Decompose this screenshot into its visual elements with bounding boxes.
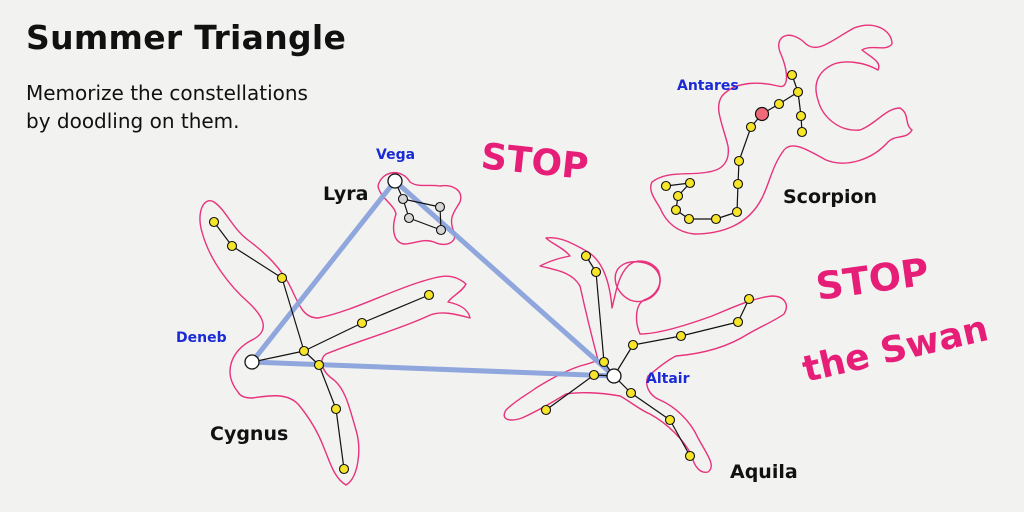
star xyxy=(786,69,798,81)
star xyxy=(434,201,446,213)
star xyxy=(675,330,687,342)
star xyxy=(330,403,342,415)
star xyxy=(684,450,696,462)
aquila-edge xyxy=(632,335,682,346)
subtitle-line-1: Memorize the constellations xyxy=(26,81,308,105)
cygnus-edge xyxy=(251,350,305,363)
cygnus-edge xyxy=(335,408,345,470)
star xyxy=(732,316,744,328)
doodle-stop-2-line1: STOP xyxy=(813,250,931,309)
star xyxy=(743,293,755,305)
lyra-edge xyxy=(402,198,441,208)
star xyxy=(298,345,310,357)
lyra-stars xyxy=(397,193,447,236)
aquila-lines xyxy=(545,255,750,457)
aquila-edge xyxy=(630,392,671,421)
subtitle: Memorize the constellations by doodling … xyxy=(26,79,308,135)
star xyxy=(710,213,722,225)
star xyxy=(313,359,325,371)
star xyxy=(796,126,808,138)
cygnus-edge xyxy=(231,245,283,279)
star xyxy=(598,356,610,368)
doodle-stop-1: STOP xyxy=(479,136,590,188)
cygnus-edge xyxy=(361,294,430,324)
triangle-edge-vega-altair xyxy=(392,178,617,379)
aquila-head-doodle xyxy=(614,261,661,303)
star xyxy=(588,369,600,381)
label-aquila: Aquila xyxy=(730,461,798,483)
star xyxy=(792,86,804,98)
aquila-edge xyxy=(669,419,691,457)
star xyxy=(338,463,350,475)
star xyxy=(208,216,220,228)
scorpion-stars xyxy=(660,69,808,225)
label-scorpion: Scorpion xyxy=(783,186,877,208)
star-vega xyxy=(387,173,403,189)
star xyxy=(625,387,637,399)
star xyxy=(672,190,684,202)
summer-triangle xyxy=(249,178,617,379)
star xyxy=(684,177,696,189)
label-deneb: Deneb xyxy=(176,330,227,346)
aquila-eagle-doodle xyxy=(503,237,788,473)
label-cygnus: Cygnus xyxy=(210,423,288,445)
star xyxy=(731,206,743,218)
star xyxy=(423,289,435,301)
star xyxy=(670,204,682,216)
aquila-stars xyxy=(540,250,755,462)
star xyxy=(276,272,288,284)
star xyxy=(795,110,807,122)
star-deneb xyxy=(244,354,260,370)
star xyxy=(732,178,744,190)
aquila-edge xyxy=(545,374,595,411)
star xyxy=(226,240,238,252)
scorpion-doodle xyxy=(650,24,913,235)
star xyxy=(403,212,415,224)
star xyxy=(397,193,409,205)
doodle-stop-2-line2: the Swan xyxy=(799,308,992,390)
cygnus-edge xyxy=(303,322,363,352)
label-lyra: Lyra xyxy=(323,183,368,205)
label-altair: Altair xyxy=(646,371,690,387)
aquila-edge xyxy=(595,271,605,363)
label-antares: Antares xyxy=(677,78,739,94)
aquila-edge xyxy=(680,321,739,337)
star xyxy=(627,339,639,351)
triangle-edge-vega-deneb xyxy=(249,178,398,365)
label-vega: Vega xyxy=(376,147,415,163)
star xyxy=(773,98,785,110)
cygnus-edge xyxy=(281,277,305,352)
triangle-edge-deneb-altair xyxy=(249,359,617,379)
star xyxy=(733,155,745,167)
star xyxy=(590,266,602,278)
lyra-edge xyxy=(408,217,442,231)
star xyxy=(664,414,676,426)
star xyxy=(435,224,447,236)
star-antares xyxy=(754,106,770,122)
star xyxy=(356,317,368,329)
cygnus-swan-doodle xyxy=(199,200,471,486)
scorpion-lines xyxy=(665,74,803,220)
star xyxy=(660,180,672,192)
cygnus-stars xyxy=(208,216,435,475)
star xyxy=(540,404,552,416)
scorpion-edge xyxy=(738,126,752,162)
star xyxy=(580,250,592,262)
star xyxy=(745,121,757,133)
cygnus-edge xyxy=(318,364,337,410)
page-title: Summer Triangle xyxy=(26,18,347,57)
subtitle-line-2: by doodling on them. xyxy=(26,109,240,133)
star-altair xyxy=(606,368,622,384)
star xyxy=(683,213,695,225)
